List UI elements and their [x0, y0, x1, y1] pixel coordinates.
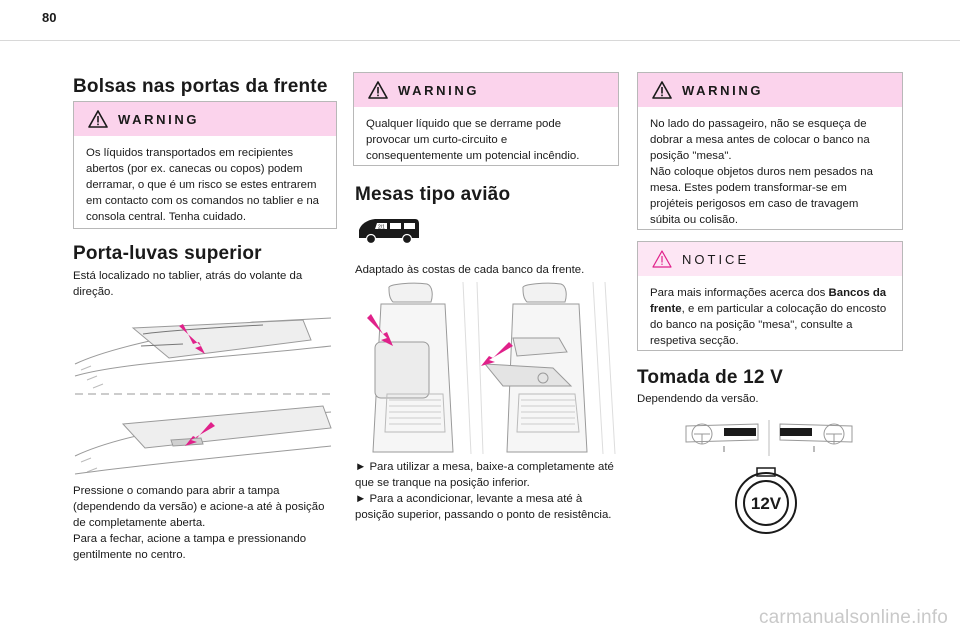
tables-steps: ► Para utilizar a mesa, baixe-a completa… — [355, 459, 619, 523]
notice-triangle-icon — [652, 250, 672, 268]
warning-line-heavy-objects: Não coloque objetos duros nem pesados na… — [650, 166, 873, 226]
van-icon: 2/1 — [359, 219, 419, 245]
warning-text: Os líquidos transportados em recipientes… — [86, 147, 320, 223]
glovebox-steps: Pressione o comando para abrir a tampa (… — [73, 483, 335, 563]
notice-text: Para mais informações acerca dos Bancos … — [638, 276, 902, 357]
warning-header: WARNING — [354, 73, 618, 107]
warning-header: WARNING — [638, 73, 902, 107]
glovebox-step-open: Pressione o comando para abrir a tampa (… — [73, 485, 325, 529]
notice-header: NOTICE — [638, 242, 902, 276]
watermark: carmanualsonline.info — [758, 607, 948, 628]
notice-text-part: Para mais informações acerca dos — [650, 287, 829, 299]
glovebox-intro: Está localizado no tablier, atrás do vol… — [73, 270, 303, 298]
tables-intro: Adaptado às costas de cada banco da fren… — [355, 264, 585, 276]
section-title-glovebox: Porta-luvas superior — [73, 243, 262, 264]
top-divider — [0, 40, 960, 41]
section-title-tables: Mesas tipo avião — [355, 184, 511, 205]
warning-box-table-safety: WARNING No lado do passageiro, não se es… — [637, 72, 903, 230]
notice-link-front-seats: Bancos da frente — [650, 287, 887, 315]
12v-socket-icon — [735, 467, 797, 534]
warning-triangle-icon — [368, 81, 388, 99]
warning-text: No lado do passageiro, não se esqueça de… — [638, 107, 902, 236]
warning-box-liquid: WARNING Qualquer líquido que se derrame … — [353, 72, 619, 166]
warning-label: WARNING — [118, 111, 200, 127]
notice-text-part: , e em particular a colocação do encosto… — [650, 303, 887, 347]
socket-intro: Dependendo da versão. — [637, 393, 759, 405]
warning-triangle-icon — [652, 81, 672, 99]
seat-table-illustration — [367, 282, 616, 454]
12v-socket-label: 12V — [750, 494, 782, 513]
glovebox-step-close: Para a fechar, acione a tampa e pression… — [73, 533, 307, 561]
dashboard-location-icons — [685, 420, 853, 456]
warning-triangle-icon — [88, 110, 108, 128]
tables-step-lower: ► Para utilizar a mesa, baixe-a completa… — [355, 461, 614, 489]
page-number: 80 — [42, 10, 57, 25]
notice-box-front-seats: NOTICE Para mais informações acerca dos … — [637, 241, 903, 351]
warning-line-fold-table: No lado do passageiro, não se esqueça de… — [650, 118, 870, 162]
tables-step-stow: ► Para a acondicionar, levante a mesa at… — [355, 493, 612, 521]
warning-header: WARNING — [74, 102, 336, 136]
warning-label: WARNING — [398, 82, 480, 98]
warning-box-door-pockets: WARNING Os líquidos transportados em rec… — [73, 101, 337, 229]
section-title-12v-socket: Tomada de 12 V — [637, 367, 784, 388]
warning-text: Qualquer líquido que se derrame pode pro… — [366, 118, 580, 162]
svg-text:2/1: 2/1 — [378, 225, 385, 231]
notice-label: NOTICE — [682, 251, 750, 267]
glovebox-illustration — [74, 317, 332, 475]
warning-label: WARNING — [682, 82, 764, 98]
section-title-door-pockets: Bolsas nas portas da frente — [73, 76, 328, 97]
